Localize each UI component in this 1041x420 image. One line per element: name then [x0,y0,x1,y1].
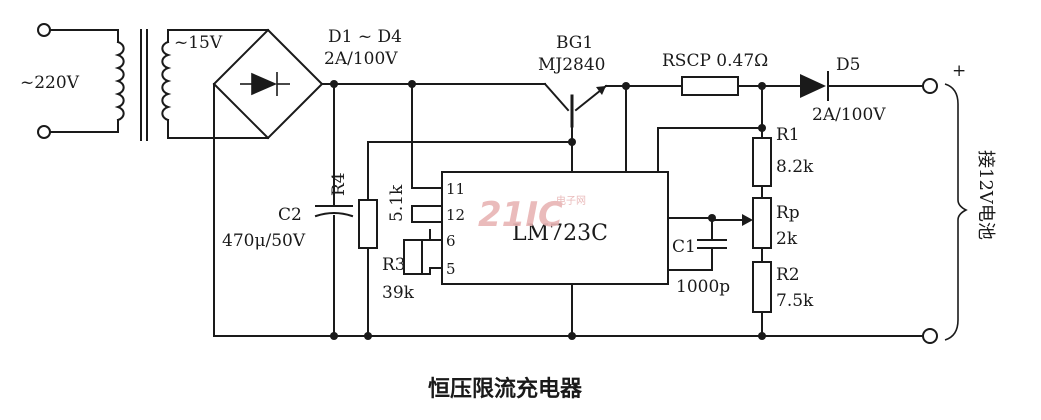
r1-value-label: 8.2k [776,157,814,177]
watermark-subtext: 电子网 [556,194,586,207]
rp-value-label: 2k [776,229,798,249]
pin-11-label: 11 [446,180,465,198]
rp-ref-label: Rp [776,203,800,223]
diodes-ref-label: D1 ~ D4 [328,27,402,47]
d5-ref-label: D5 [836,55,860,75]
diagram-caption: 恒压限流充电器 [428,376,583,402]
transistor-bg1 [543,82,683,173]
c1-ref-label: C1 [672,237,696,257]
rscp-label: RSCP 0.47Ω [662,51,768,71]
r2-value-label: 7.5k [776,291,814,311]
c2-ref-label: C2 [278,205,302,225]
r4-ref-label: R4 [329,172,349,196]
bridge-rectifier [167,28,324,140]
resistor-r4 [358,199,378,337]
resistor-r3 [403,239,431,275]
rscp-resistor [681,76,801,96]
capacitor-c2 [314,205,354,337]
input-terminals [37,23,119,139]
divider-network [657,85,772,340]
d5-rating-label: 2A/100V [812,105,886,125]
r3-value-label: 39k [382,283,415,303]
r4-feed [367,141,573,201]
secondary-voltage-label: ~15V [174,33,223,53]
pin-5-label: 5 [446,260,456,278]
pin-6-label: 6 [446,232,456,250]
input-voltage-label: ~220V [20,73,80,93]
transistor-ref-label: BG1 [556,33,593,53]
c1-value-label: 1000p [676,277,730,297]
capacitor-c1 [667,214,727,271]
transistor-part-label: MJ2840 [538,55,606,75]
watermark-text: 21IC [478,195,563,235]
output-terminals [922,83,968,344]
pin-12-label: 12 [446,206,465,224]
positive-rail [321,80,546,207]
ic-lm723c [411,171,669,285]
c2-value-label: 470μ/50V [222,231,306,251]
watermark-logo: 21IC 电子网 [478,194,586,235]
diodes-rating-label: 2A/100V [324,49,398,69]
transformer [114,29,172,141]
ground-rail [213,83,923,340]
r3-ref-label: R3 [382,255,406,275]
r4-value-label: 5.1k [387,184,407,222]
battery-label: 接12V电池 [975,150,996,240]
r1-ref-label: R1 [776,125,800,145]
plus-sign-label: + [952,61,966,81]
diode-d5 [800,71,938,101]
r2-ref-label: R2 [776,265,800,285]
ic-part-label: LM723C [512,221,608,246]
